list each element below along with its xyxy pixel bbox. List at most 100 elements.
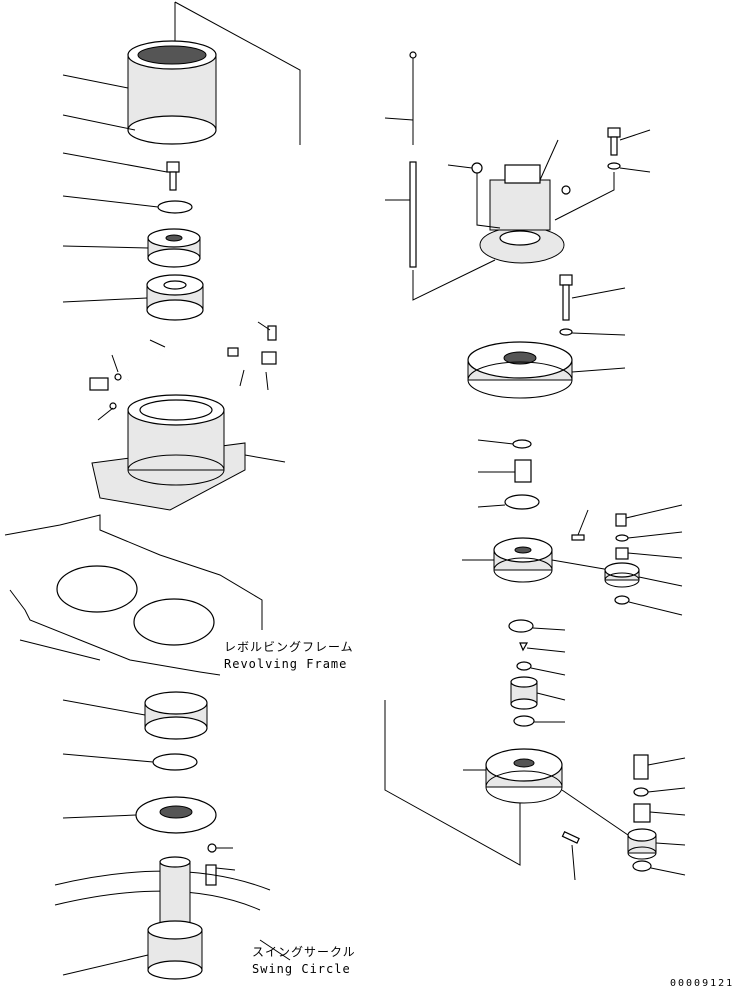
level-gauge-pipe [409,161,417,268]
swing-circle-label-en: Swing Circle [252,962,351,976]
carrier [147,228,201,268]
swing-machinery-case [91,394,246,511]
leader-planet-gear-upper [638,576,683,587]
leader-ring-gear [62,74,129,89]
leader-motor [539,139,559,181]
planet-gear-lower [627,828,657,860]
leader-motor-bolt [619,129,651,141]
leader-brake-housing [571,367,626,373]
leader-long-bolt [571,287,626,299]
small-washer [207,843,217,853]
planetary-gear [146,274,204,321]
washer-lower [633,787,649,797]
bolt [166,161,180,191]
pin-lower [633,754,649,780]
leader-thrust-ball [526,647,566,653]
cover-flange [135,796,217,834]
lower-carrier [485,748,563,804]
lower-shaft-pin [561,831,580,844]
motor-washer [607,162,621,170]
leader-lower-sun-gear [536,692,566,701]
leader-bolt [62,152,168,173]
dipstick [409,51,417,145]
upper-carrier [493,537,553,583]
revolving-frame-label-en: Revolving Frame [224,657,348,671]
leader-carrier [62,245,149,249]
thrust-plate [516,661,532,671]
long-bolt-washer [559,328,573,336]
leader-thrust-plate [530,667,566,676]
bracket-pipe [412,259,496,301]
leader-hose [149,339,166,348]
snap-ring [508,619,534,633]
leader-long-bolt-washer [571,332,626,336]
leader-motor-washer [619,167,651,173]
leader-dipstick [384,117,414,121]
revolving-frame-label-jp: レボルビングフレーム [224,640,354,654]
leader-washer-plate [62,195,159,208]
leader-thrust-washer-lower [650,867,686,876]
brake-housing [467,341,573,399]
lower-planetary-gear [144,691,208,740]
hose-assembly [89,325,277,410]
washer-upper [615,534,629,542]
leader-tee [239,369,245,387]
thrust-ring [504,494,540,510]
bracket-motor-washer [554,172,615,221]
leader-carrier-to-lower-gear [561,789,629,836]
assembly-bracket-top [174,1,301,145]
leader-ring-gear-lower [62,114,136,131]
leader-snap-ring [532,627,566,631]
swing-circle-label-jp: スイングサークル [252,945,356,959]
thrust-washer-upper [614,595,630,605]
leader-shaft-pin [577,509,589,536]
leader-carrier-to-gear [551,559,611,571]
leader-needle-bearing-lower [649,811,686,816]
leader-planet-gear-lower [655,842,686,846]
ring-gear [127,40,217,145]
shaft-pin [571,534,585,541]
leader-connector [111,354,119,373]
leader-lower-shaft-pin [571,844,576,881]
document-number: 00009121 [670,978,735,989]
seal-ring [152,753,198,771]
motor-plug [471,162,483,174]
swing-motor [479,164,565,264]
sun-gear [514,459,532,483]
leader-plug [97,407,114,421]
leader-spacer-ring [477,439,514,445]
needle-bearing-lower [633,803,651,823]
leader-case [244,454,286,463]
leader-motor-plug [447,164,473,169]
leader-small-bolt [215,867,236,871]
revolving-frame [4,514,263,676]
motor-fitting [561,185,571,195]
leader-seal-ring [62,753,154,763]
leader-pin-upper [625,504,683,519]
leader-pin-lower [647,757,686,766]
leader-washer-lower [647,787,686,793]
thrust-washer-lower [632,860,652,872]
pinion-shaft [147,856,203,980]
bracket-lower-carrier [384,700,521,866]
leader-lower-planetary [62,699,146,716]
pin-upper [615,513,627,527]
leader-thrust-washer-upper [628,601,683,616]
leader-pinion [62,954,149,976]
leader-elbow [265,371,269,391]
lower-sun-gear [510,676,538,710]
needle-bearing-upper [615,547,629,560]
long-bolt [559,274,573,321]
leader-thrust-ring [477,504,506,508]
thrust-ball [519,642,529,652]
bracket-motor-plug [476,173,501,229]
leader-fitting [257,321,271,331]
lower-spacer [513,715,535,727]
leader-cover-flange [62,814,137,819]
motor-bolt [607,127,621,156]
leader-planetary-gear [62,297,148,303]
washer-plate [157,200,193,214]
leader-needle-bearing-upper [627,552,683,559]
